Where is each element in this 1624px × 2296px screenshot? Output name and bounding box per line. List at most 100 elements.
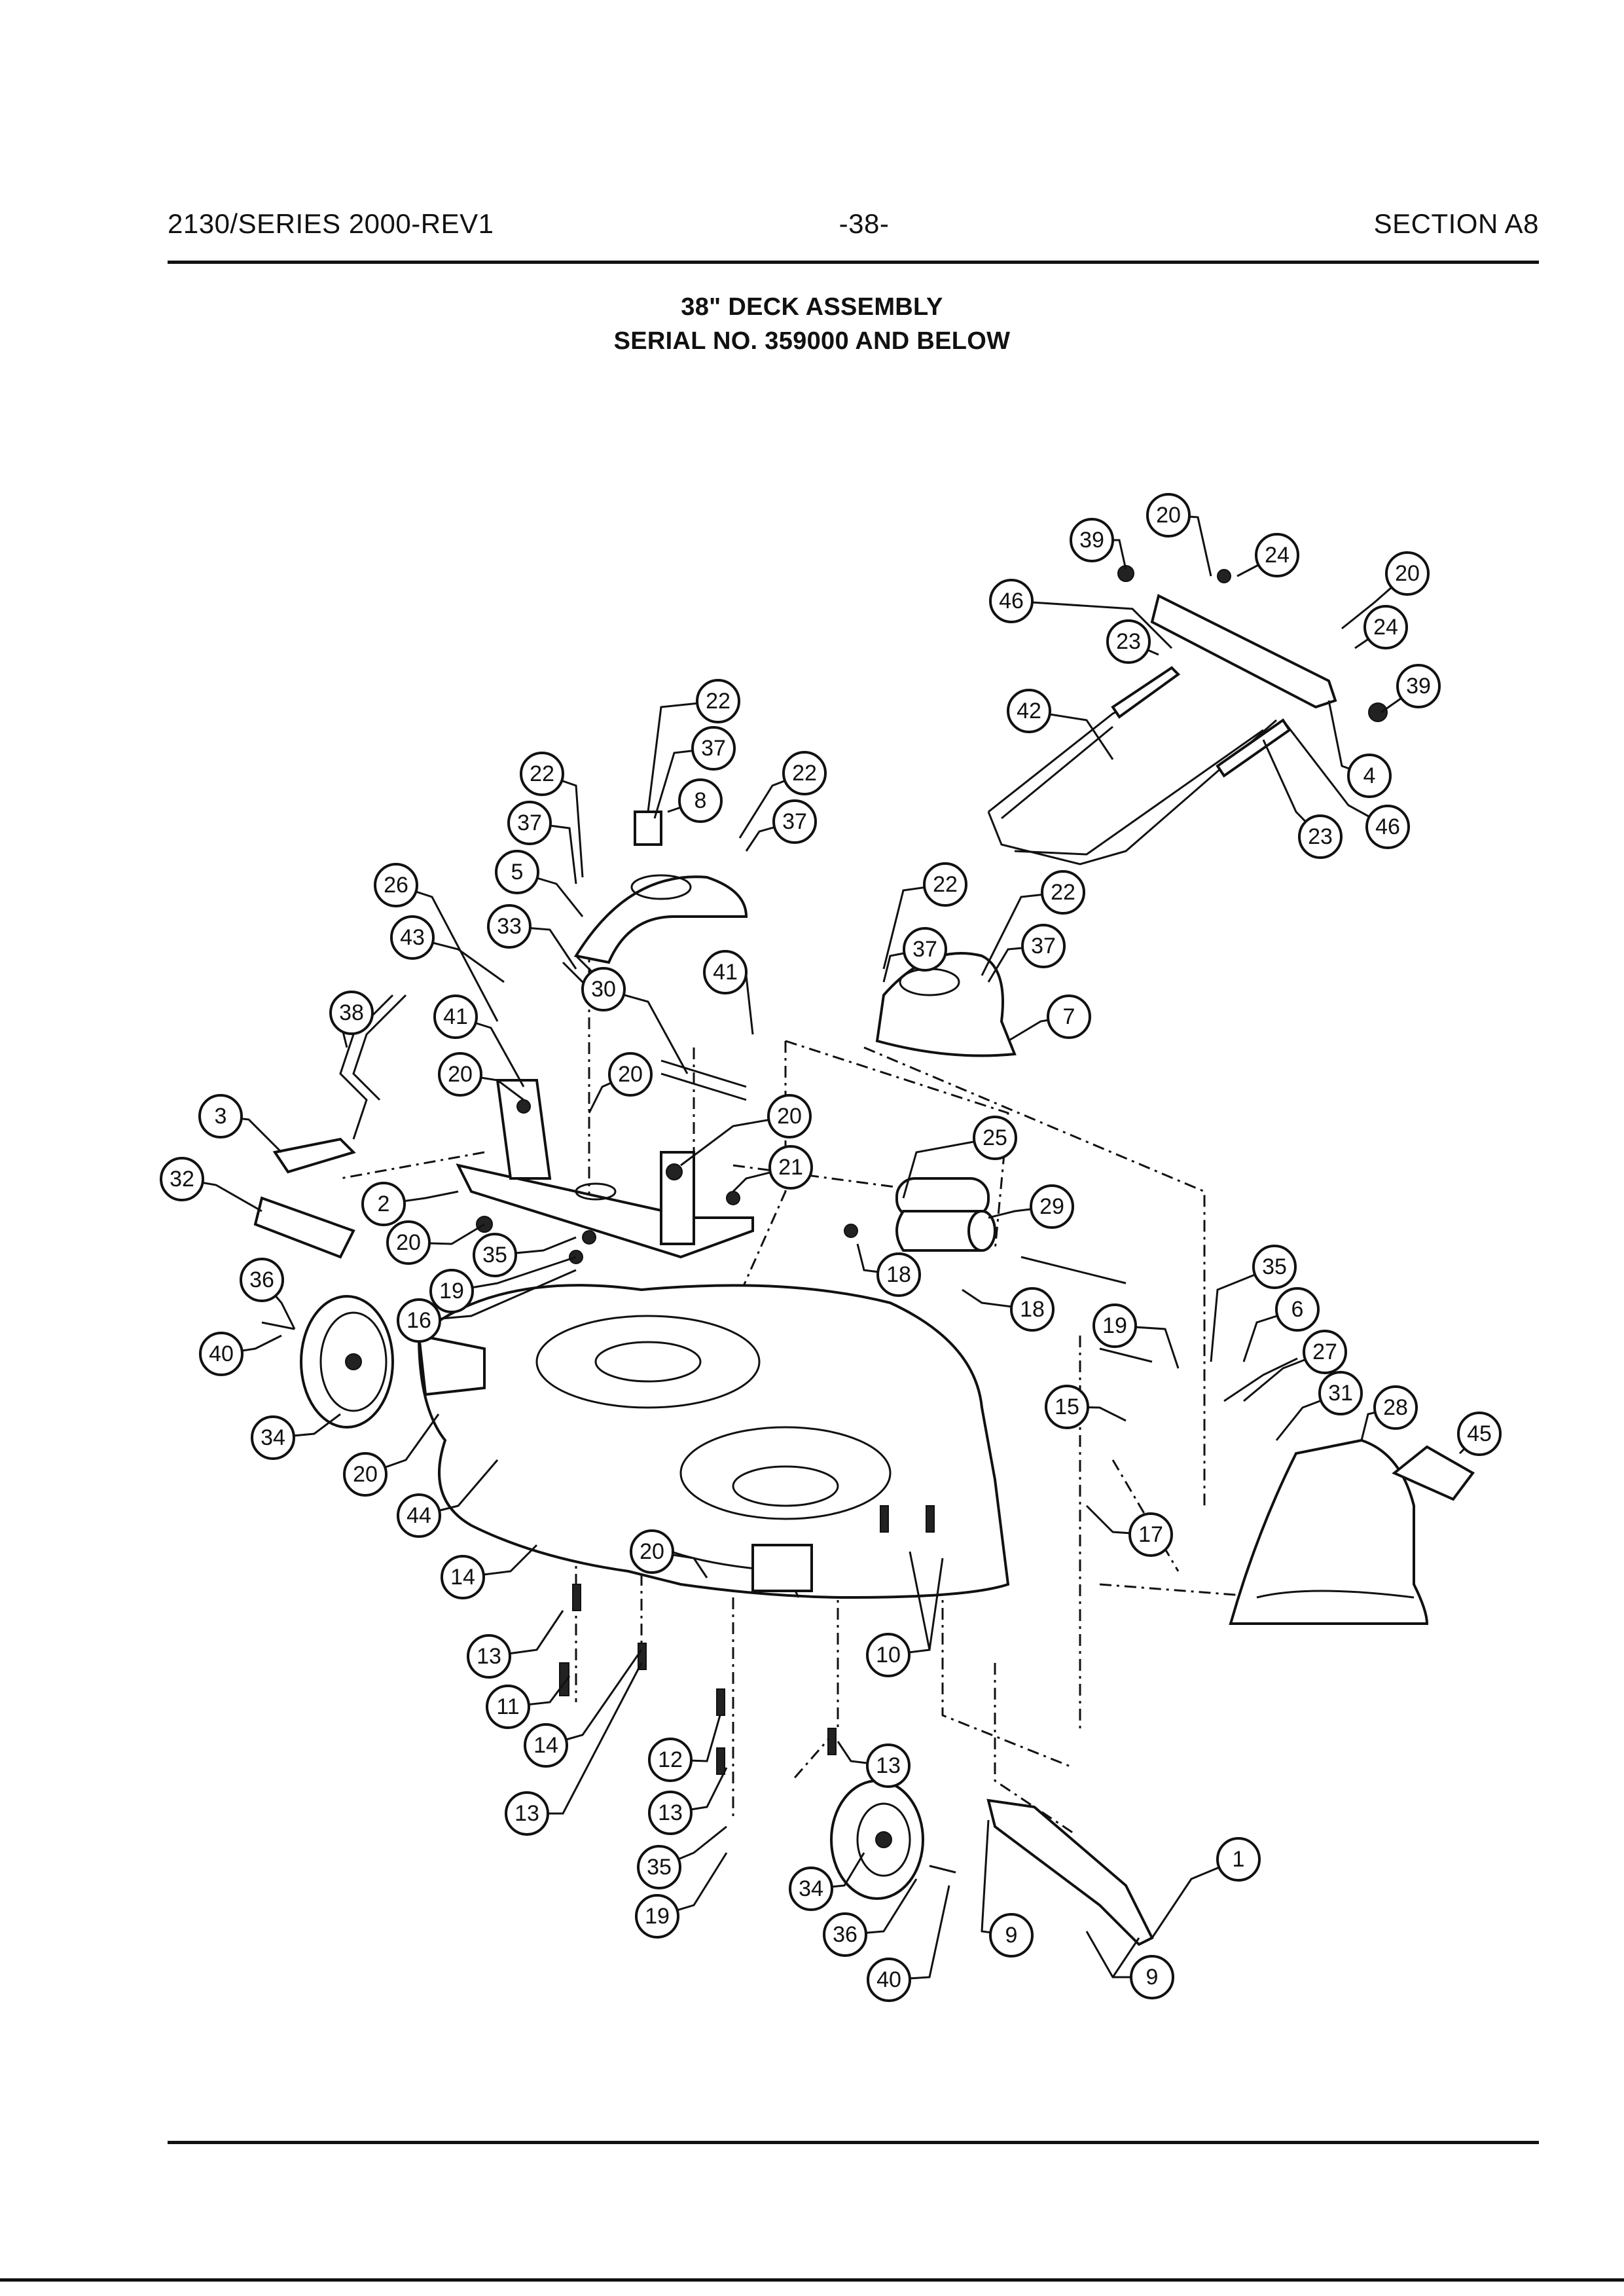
callout-20: 20 <box>608 1052 653 1097</box>
callout-18: 18 <box>876 1252 921 1297</box>
rear-left-wheel <box>261 1295 394 1429</box>
callout-number: 39 <box>1079 528 1104 553</box>
callout-44: 44 <box>397 1493 441 1538</box>
callout-number: 44 <box>406 1503 431 1528</box>
callout-bubble <box>397 1493 441 1538</box>
callout-bubble <box>520 752 564 796</box>
callout-bubble <box>1373 1385 1418 1430</box>
callout-number: 37 <box>782 809 807 834</box>
callout-number: 36 <box>249 1267 274 1292</box>
callout-number: 22 <box>530 761 554 786</box>
callout-bubble <box>1010 1287 1055 1332</box>
callout-20: 20 <box>438 1052 482 1097</box>
callout-number: 14 <box>533 1733 558 1758</box>
callout-bubble <box>767 1094 812 1139</box>
callout-bubble <box>772 799 817 844</box>
callout-1: 1 <box>1216 1837 1261 1882</box>
callout-34: 34 <box>789 1867 833 1911</box>
callout-number: 41 <box>713 960 738 985</box>
hardware-fasteners <box>476 1099 935 1775</box>
callout-42: 42 <box>1007 689 1051 733</box>
callout-bubble <box>823 1912 867 1957</box>
callout-number: 13 <box>876 1753 901 1778</box>
callout-bubble <box>1255 533 1299 577</box>
callout-15: 15 <box>1045 1385 1089 1429</box>
callout-bubble <box>635 1894 679 1939</box>
callout-number: 20 <box>396 1230 421 1255</box>
callout-number: 27 <box>1312 1339 1337 1364</box>
callout-bubble <box>648 1791 693 1835</box>
left-pulley-cover <box>573 811 748 964</box>
callout-number: 22 <box>933 872 958 897</box>
callout-22: 22 <box>782 751 827 795</box>
callout-bubble <box>1365 805 1410 849</box>
callout-31: 31 <box>1318 1371 1363 1415</box>
callout-number: 32 <box>170 1167 194 1192</box>
footer-rule <box>168 2141 1539 2144</box>
callout-20: 20 <box>386 1220 431 1265</box>
callout-bubble <box>1030 1184 1074 1229</box>
callout-number: 38 <box>339 1000 364 1025</box>
callout-number: 34 <box>799 1876 823 1901</box>
callout-bubble <box>507 801 552 845</box>
callout-number: 9 <box>1146 1965 1159 1990</box>
right-pulley-cover <box>875 952 1017 1057</box>
callout-23: 23 <box>1298 814 1343 859</box>
callout-number: 37 <box>1031 934 1056 958</box>
callout-number: 22 <box>792 761 817 786</box>
callout-35: 35 <box>473 1233 517 1277</box>
callout-39: 39 <box>1396 664 1441 708</box>
callout-20: 20 <box>767 1094 812 1139</box>
callout-number: 20 <box>353 1462 378 1487</box>
callout-10: 10 <box>866 1633 911 1677</box>
callout-number: 46 <box>999 589 1024 613</box>
callout-bubble <box>1041 870 1085 915</box>
callout-35: 35 <box>637 1845 681 1889</box>
callout-17: 17 <box>1128 1512 1173 1557</box>
callout-bubble <box>1363 605 1408 649</box>
callout-number: 30 <box>591 977 616 1002</box>
callout-bubble <box>973 1116 1017 1160</box>
discharge-chute <box>1229 1438 1475 1625</box>
callout-4: 4 <box>1347 754 1392 798</box>
callout-19: 19 <box>635 1894 679 1939</box>
callout-bubble <box>696 679 740 723</box>
callout-bubble <box>1070 518 1114 562</box>
callout-number: 23 <box>1308 824 1333 849</box>
callout-13: 13 <box>505 1791 549 1836</box>
callout-number: 20 <box>618 1062 643 1087</box>
callout-number: 16 <box>406 1308 431 1333</box>
callout-bubble <box>923 862 967 907</box>
callout-13: 13 <box>467 1634 511 1679</box>
callout-bubble <box>866 1633 911 1677</box>
callout-number: 18 <box>886 1262 911 1287</box>
callout-bubble <box>630 1529 674 1574</box>
callout-37: 37 <box>507 801 552 845</box>
callout-bubble <box>1303 1330 1347 1374</box>
lift-bracket-plate <box>456 1079 754 1259</box>
callout-bubble <box>486 1685 530 1729</box>
callout-bubble <box>433 994 478 1039</box>
callout-bubble <box>467 1634 511 1679</box>
callout-bubble <box>251 1415 295 1460</box>
callout-bubble <box>1275 1287 1320 1332</box>
callout-33: 33 <box>487 904 532 949</box>
callout-bubble <box>678 778 723 823</box>
callout-bubble <box>989 579 1034 623</box>
callout-9: 9 <box>989 1913 1034 1958</box>
callout-bubble <box>866 1743 911 1788</box>
callout-8: 8 <box>678 778 723 823</box>
callout-bubble <box>198 1094 243 1139</box>
callout-11: 11 <box>486 1685 530 1729</box>
callout-number: 24 <box>1265 543 1290 568</box>
callout-bubble <box>1252 1245 1297 1289</box>
callout-number: 19 <box>439 1279 464 1303</box>
callout-bubble <box>524 1723 568 1768</box>
callout-bubble <box>581 967 626 1011</box>
callout-number: 42 <box>1017 699 1041 723</box>
callout-number: 13 <box>658 1800 683 1825</box>
callout-number: 13 <box>477 1644 501 1669</box>
callout-37: 37 <box>691 726 736 771</box>
callout-bubble <box>199 1332 244 1376</box>
callout-22: 22 <box>1041 870 1085 915</box>
